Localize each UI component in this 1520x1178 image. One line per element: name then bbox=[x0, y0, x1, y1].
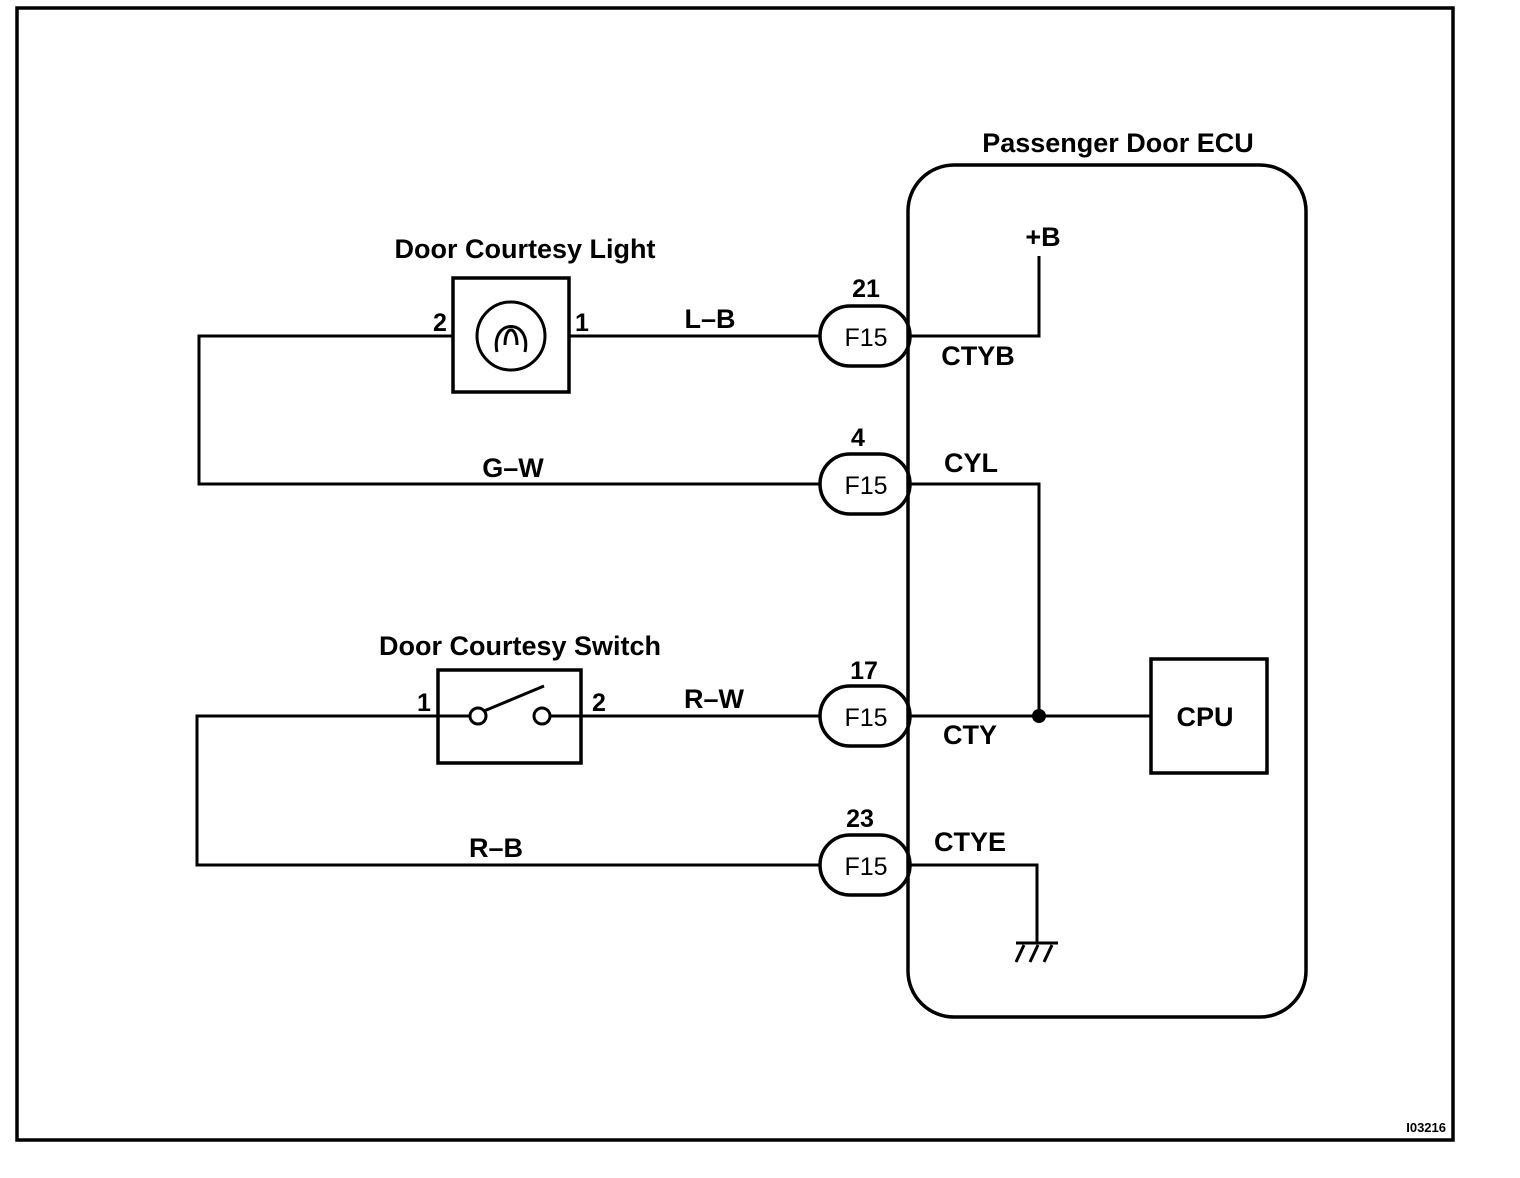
courtesy-light-box bbox=[451, 276, 571, 394]
diagram-frame bbox=[15, 6, 1455, 1142]
connector-name: F15 bbox=[844, 472, 887, 500]
signal-ctye: CTYE bbox=[934, 827, 1006, 857]
connector-name: F15 bbox=[844, 853, 887, 881]
wire-ctye bbox=[910, 863, 1039, 942]
cpu-box bbox=[1149, 657, 1269, 775]
wire-label-gw: G–W bbox=[482, 453, 544, 483]
figure-id: I03216 bbox=[1406, 1120, 1446, 1135]
connector-21: F15 21 bbox=[818, 275, 912, 368]
cpu-label: CPU bbox=[1176, 702, 1233, 732]
wire-ctyb bbox=[910, 256, 1041, 338]
connector-pin: 17 bbox=[850, 657, 878, 685]
connector-17: F15 17 bbox=[818, 657, 912, 748]
wire-label-rb: R–B bbox=[469, 833, 523, 863]
light-pin-right: 1 bbox=[575, 309, 589, 337]
switch-pin-right: 2 bbox=[592, 689, 606, 717]
wire-cyl bbox=[910, 482, 1041, 716]
lamp-filament-icon bbox=[494, 325, 528, 353]
signal-cyl: CYL bbox=[944, 448, 998, 478]
plus-b-label: +B bbox=[1025, 222, 1060, 252]
switch-blade-icon bbox=[483, 684, 545, 713]
lamp-icon bbox=[475, 300, 547, 372]
wire-label-rw: R–W bbox=[684, 684, 745, 714]
wire-gw bbox=[197, 334, 820, 486]
switch-pin-left: 1 bbox=[417, 689, 431, 717]
connector-name: F15 bbox=[844, 324, 887, 352]
connector-23: F15 23 bbox=[818, 805, 912, 897]
connector-pin: 4 bbox=[851, 424, 865, 452]
junction-dot bbox=[1032, 709, 1046, 723]
switch-contact-icon bbox=[532, 706, 552, 726]
ground-icon bbox=[1014, 941, 1058, 963]
ecu-title: Passenger Door ECU bbox=[982, 128, 1254, 158]
connector-4: F15 4 bbox=[818, 424, 912, 516]
connector-name: F15 bbox=[844, 704, 887, 732]
switch-title: Door Courtesy Switch bbox=[379, 631, 661, 661]
connector-pin: 21 bbox=[852, 275, 880, 303]
ecu-body bbox=[906, 163, 1308, 1019]
light-title: Door Courtesy Light bbox=[395, 234, 656, 264]
switch-contact-icon bbox=[468, 706, 488, 726]
signal-ctyb: CTYB bbox=[941, 341, 1015, 371]
wire-rb bbox=[195, 714, 820, 867]
wire-label-lb: L–B bbox=[684, 304, 735, 334]
signal-cty: CTY bbox=[943, 720, 997, 750]
light-pin-left: 2 bbox=[433, 309, 447, 337]
connector-pin: 23 bbox=[846, 805, 874, 833]
